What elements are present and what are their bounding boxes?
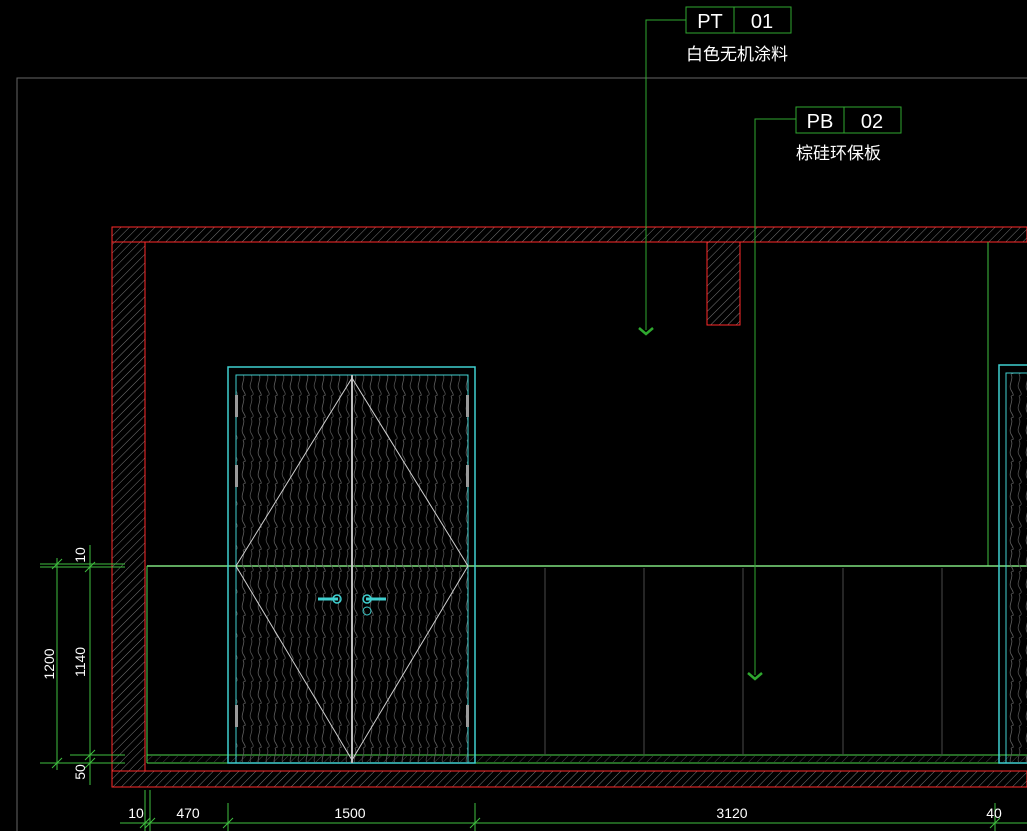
- leader-arrow-pb02-icon: [747, 672, 763, 681]
- dim-vertical-middle: 1140: [72, 647, 88, 677]
- dim-vertical-bottom: 50: [72, 764, 88, 780]
- horizontal-dimension: [120, 790, 1027, 831]
- dim-vertical-top: 10: [72, 547, 88, 563]
- floor-slab: [111, 770, 1027, 788]
- drawing-frame: [16, 77, 1027, 831]
- leader-pt01: [645, 19, 686, 330]
- ceiling-slab: [111, 226, 1027, 243]
- callout-pt01-code: PT: [697, 11, 723, 33]
- door-handle-right-icon: [362, 594, 386, 616]
- vertical-dimension: [40, 545, 125, 785]
- callout-pb02-num: 02: [861, 111, 883, 133]
- callout-pb02: PB 02 棕硅环保板: [795, 106, 902, 164]
- dim-horizontal-d2: 470: [176, 805, 200, 821]
- dim-horizontal-d1: 10: [128, 805, 144, 821]
- double-door: [227, 366, 476, 764]
- callout-pb02-desc: 棕硅环保板: [796, 144, 881, 164]
- leader-pb02: [754, 118, 796, 675]
- callout-pt01-desc: 白色无机涂料: [686, 45, 788, 65]
- callout-pb02-code: PB: [807, 111, 834, 133]
- right-door-partial: [998, 364, 1027, 764]
- dim-horizontal-d3: 1500: [334, 805, 365, 821]
- dim-vertical-overall: 1200: [41, 648, 57, 679]
- leader-arrow-pt01-icon: [638, 327, 654, 336]
- door-handle-left-icon: [318, 594, 342, 604]
- dim-horizontal-d4: 3120: [716, 805, 747, 821]
- callout-pt01-num: 01: [751, 11, 773, 33]
- callout-pt01: PT 01 白色无机涂料: [685, 6, 792, 65]
- left-wall: [111, 241, 146, 772]
- ceiling-beam: [706, 241, 741, 326]
- dim-horizontal-d5: 40: [986, 805, 1002, 821]
